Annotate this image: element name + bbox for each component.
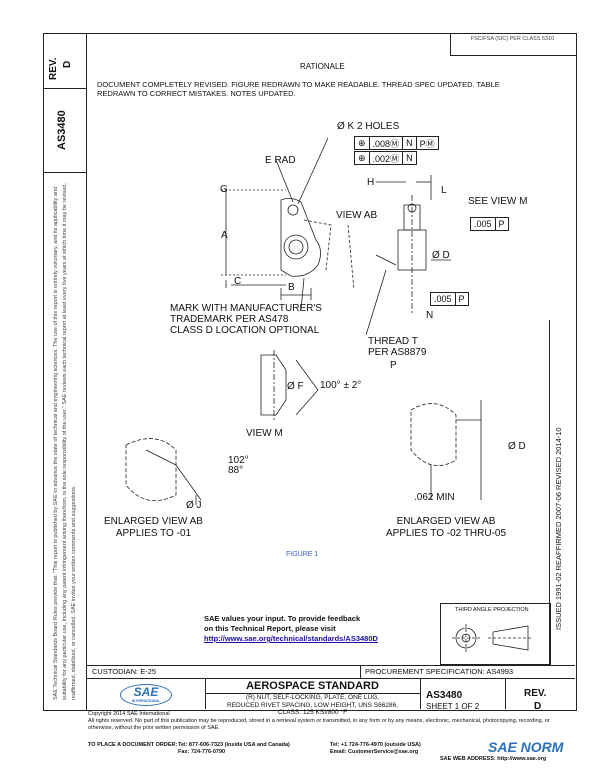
fsc-box bbox=[450, 33, 576, 56]
perpendicularity-frame-1: .005 P bbox=[470, 217, 509, 231]
drawing-frame bbox=[43, 33, 577, 711]
view-ab-label: VIEW AB bbox=[336, 210, 378, 221]
order-label: TO PLACE A DOCUMENT ORDER: bbox=[88, 742, 178, 748]
enlarged-view-01 bbox=[125, 438, 202, 505]
datum-p: P bbox=[458, 294, 465, 304]
rights-text: All rights reserved. No part of this pub… bbox=[88, 718, 550, 731]
rationale-title: RATIONALE bbox=[300, 62, 345, 71]
sae-logo-sub: INTERNATIONAL bbox=[131, 699, 161, 703]
figure-drawing bbox=[125, 137, 482, 505]
dates-divider bbox=[549, 320, 550, 665]
sae-logo-text: SAE bbox=[133, 685, 159, 699]
feedback-line1: SAE values your input. To provide feedba… bbox=[204, 614, 361, 623]
datum-p-label: P bbox=[390, 360, 397, 371]
sidebar-rev-label: REV. bbox=[48, 57, 59, 80]
sidebar-legal-text: SAE Technical Standards Board Rules prov… bbox=[53, 183, 77, 700]
perpendicularity-frame-2: .005 P bbox=[430, 292, 469, 306]
dim-g: G bbox=[220, 184, 228, 195]
email: Email: CustomerService@sae.org bbox=[330, 749, 419, 755]
feedback-box: SAE values your input. To provide feedba… bbox=[204, 614, 432, 650]
custodian: CUSTODIAN: E-25 bbox=[92, 667, 157, 676]
title-rev-label: REV. bbox=[524, 688, 547, 699]
web-address[interactable]: SAE WEB ADDRESS: http://www.sae.org bbox=[440, 756, 547, 762]
projection-symbol-icon bbox=[452, 624, 533, 652]
holes-label: Ø K 2 HOLES bbox=[337, 121, 400, 132]
fsc-text: FSC/FSA (SIC) PER CLASS 5310 bbox=[470, 36, 555, 42]
view-m-label: VIEW M bbox=[246, 428, 283, 439]
sae-norm-logo: SAE NORM bbox=[488, 739, 564, 755]
dim-a: A bbox=[221, 230, 228, 241]
title-rev-divider bbox=[505, 678, 506, 709]
fax: Fax: 724-776-0790 bbox=[178, 749, 226, 755]
standard-underline bbox=[205, 693, 420, 694]
datum-p: PⓂ bbox=[419, 138, 435, 149]
dim-f: Ø F bbox=[287, 381, 304, 392]
projection-box bbox=[440, 603, 551, 665]
title-block-row bbox=[86, 678, 575, 679]
tolerance-value: .005 bbox=[471, 218, 496, 230]
part-description: (R) NUT, SELF-LOCKING, PLATE, ONE LUG, R… bbox=[227, 694, 398, 716]
sidebar-rev-value: D bbox=[62, 60, 73, 68]
thread-note: THREAD T PER AS8879 bbox=[368, 336, 427, 358]
tolerance-value: .002Ⓜ bbox=[370, 152, 404, 164]
sidebar-doc-number: AS3480 bbox=[56, 110, 68, 150]
sae-logo: SAE INTERNATIONAL bbox=[120, 684, 172, 706]
feedback-line2: on this Technical Report, please visit bbox=[204, 624, 336, 633]
feedback-link[interactable]: http://www.sae.org/technical/standards/A… bbox=[204, 634, 378, 643]
sidebar-divider bbox=[86, 33, 87, 710]
datum-p: P bbox=[498, 219, 505, 229]
mark-note: MARK WITH MANUFACTURER'S TRADEMARK PER A… bbox=[170, 303, 322, 336]
position-symbol: ⊕ bbox=[355, 137, 370, 149]
position-tolerance-frame-2: ⊕ .002Ⓜ N bbox=[354, 151, 417, 165]
dim-l: L bbox=[441, 185, 447, 196]
view-m-detail bbox=[260, 350, 319, 420]
see-view-m-label: SEE VIEW M bbox=[468, 196, 528, 207]
sidebar-doc-divider bbox=[43, 172, 86, 173]
tolerance-value: .008Ⓜ bbox=[370, 137, 404, 149]
position-symbol: ⊕ bbox=[355, 152, 370, 164]
countersink-angle: 100° ± 2° bbox=[320, 380, 362, 391]
dim-d: Ø D bbox=[432, 250, 450, 261]
position-tolerance-frame-1: ⊕ .008Ⓜ N PⓂ bbox=[354, 136, 439, 150]
dim-b: B bbox=[288, 282, 295, 293]
sheet-number: SHEET 1 OF 2 bbox=[426, 702, 480, 711]
angle-102-label: 102° 88° bbox=[228, 455, 249, 476]
rationale-text: DOCUMENT COMPLETELY REVISED. FIGURE REDR… bbox=[97, 80, 500, 98]
title-block-top bbox=[86, 665, 575, 666]
aerospace-standard: AEROSPACE STANDARD bbox=[246, 680, 379, 692]
figure-label: FIGURE 1 bbox=[286, 551, 319, 558]
dim-c: C bbox=[234, 276, 242, 287]
datum-n: N bbox=[403, 137, 417, 149]
dates-text: ISSUED 1991-02 REAFFIRMED 2007-06 REVISE… bbox=[554, 427, 563, 630]
phone-2: Tel: +1 724-776-4970 (outside USA) bbox=[330, 742, 421, 748]
sidebar-rev-divider bbox=[43, 88, 86, 89]
projection-label: THIRD ANGLE PROJECTION bbox=[455, 607, 529, 613]
copyright: Copyright 2014 SAE International bbox=[88, 711, 170, 717]
nut-plate-lug bbox=[280, 198, 332, 277]
title-doc-divider bbox=[420, 678, 421, 709]
enlarged-view-02-label: ENLARGED VIEW AB APPLIES TO -02 THRU-05 bbox=[386, 516, 507, 539]
datum-n: N bbox=[406, 153, 413, 163]
enlarged-view-02 bbox=[410, 400, 482, 500]
procurement-spec: PROCUREMENT SPECIFICATION: AS4993 bbox=[365, 667, 514, 676]
phone-1: Tel: 877-606-7323 (inside USA and Canada… bbox=[178, 742, 290, 748]
nut-side-view bbox=[375, 175, 451, 315]
dim-h: H bbox=[367, 177, 375, 188]
title-rev-value: D bbox=[534, 701, 542, 712]
custodian-divider bbox=[360, 665, 361, 678]
enlarged-view-01-label: ENLARGED VIEW AB APPLIES TO -01 bbox=[104, 516, 203, 539]
dim-j: Ø J bbox=[186, 500, 202, 511]
e-rad-label: E RAD bbox=[265, 155, 296, 166]
min-062-label: .062 MIN bbox=[414, 492, 455, 503]
datum-n-label: N bbox=[426, 310, 434, 321]
dim-d2: Ø D bbox=[508, 441, 526, 452]
title-doc-number: AS3480 bbox=[426, 690, 463, 701]
tolerance-value: .005 bbox=[431, 293, 456, 305]
